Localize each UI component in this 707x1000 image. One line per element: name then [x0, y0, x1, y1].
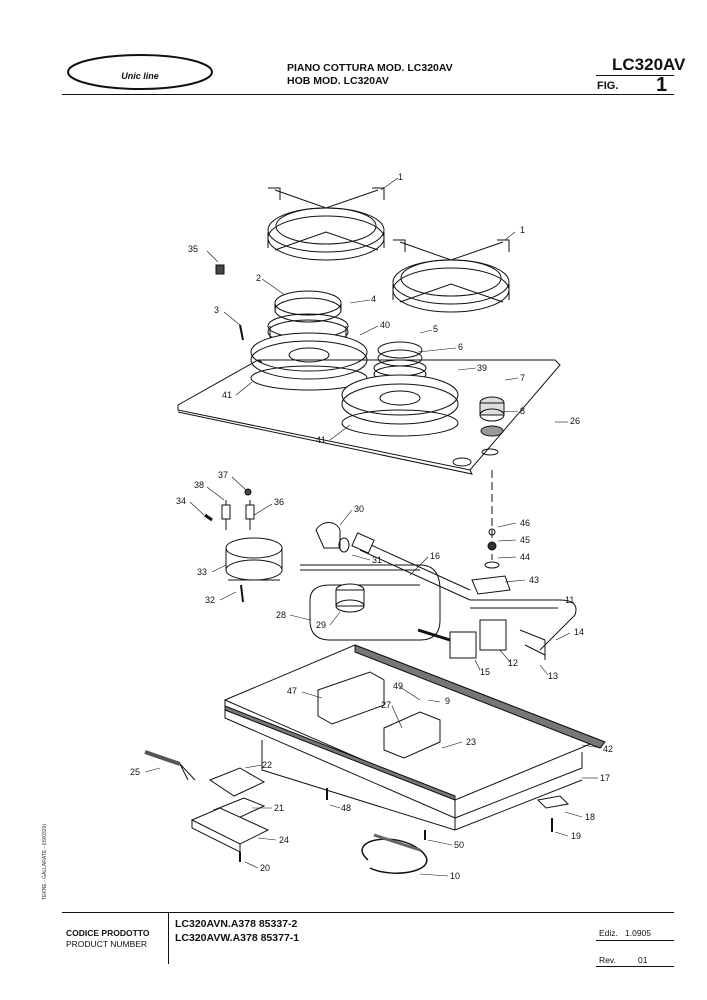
screw-3: [239, 324, 244, 341]
callout-21: 21: [274, 803, 284, 813]
pan-support-left: [267, 187, 385, 261]
pan-support-right: [392, 239, 510, 313]
callout-43: 43: [529, 575, 539, 585]
bracket-47: [317, 671, 385, 725]
control-knob: [479, 396, 505, 437]
callout-44: 44: [520, 552, 530, 562]
callout-34: 34: [176, 496, 186, 506]
product-code-2: LC320AVW.A378 85377-1: [175, 932, 300, 944]
hose-10: [361, 838, 428, 874]
callout-22: 22: [262, 760, 272, 770]
callout-33: 33: [197, 567, 207, 577]
callout-24: 24: [279, 835, 289, 845]
elbow-30: [315, 522, 341, 549]
callout-7: 7: [520, 373, 525, 383]
brand-text: Unic line: [121, 71, 159, 81]
rev-value: 01: [638, 955, 648, 965]
rev-underline: [596, 966, 674, 967]
callout-47: 47: [287, 686, 297, 696]
brand-logo: Unic line: [66, 52, 214, 92]
callout-38: 38: [194, 480, 204, 490]
callout-35: 35: [188, 244, 198, 254]
callout-1a: 1: [398, 172, 403, 182]
product-code-1: LC320AVN.A378 85337-2: [175, 918, 298, 930]
callout-31: 31: [372, 555, 382, 565]
callout-25: 25: [130, 767, 140, 777]
part-35: [215, 264, 225, 275]
burner-base-left: [250, 332, 368, 391]
callout-1b: 1: [520, 225, 525, 235]
callout-18: 18: [585, 812, 595, 822]
valve-15: [449, 631, 477, 659]
callout-5: 5: [433, 324, 438, 334]
ediz-label: Ediz.: [599, 928, 618, 938]
valve-12: [479, 619, 507, 651]
header-rule: [62, 94, 674, 95]
callout-42: 42: [603, 744, 613, 754]
fig-label: FIG.: [597, 80, 619, 92]
burner-base-right: [341, 374, 459, 437]
model-underline: [596, 75, 674, 76]
callout-49: 49: [393, 681, 403, 691]
callout-46: 46: [520, 518, 530, 528]
callout-8: 8: [520, 406, 525, 416]
burner-cap-small: [373, 341, 427, 383]
callout-4: 4: [371, 294, 376, 304]
callout-40: 40: [380, 320, 390, 330]
callout-37: 37: [218, 470, 228, 480]
callout-26: 26: [570, 416, 580, 426]
callout-41b: 41: [316, 435, 326, 445]
callout-20: 20: [260, 863, 270, 873]
callout-29: 29: [316, 620, 326, 630]
ediz-value: 1.0905: [625, 928, 651, 938]
callout-19: 19: [571, 831, 581, 841]
callout-48: 48: [341, 803, 351, 813]
callout-41a: 41: [222, 390, 232, 400]
ignition-unit-left: [225, 537, 283, 581]
fig-number: 1: [656, 74, 668, 96]
bracket-43: [471, 575, 511, 595]
callout-27: 27: [381, 700, 391, 710]
callout-labels: 1 1 35 2 4 3 40 5 6 39 41 7 8 26 41 37 3…: [130, 172, 613, 881]
side-note: TEKNE - GALLARATE - (09/0320): [42, 823, 48, 900]
callout-9: 9: [445, 696, 450, 706]
exploded-diagram: 1 1 35 2 4 3 40 5 6 39 41 7 8 26 41 37 3…: [130, 172, 613, 881]
pipe-loop-28: [300, 564, 441, 641]
callout-10: 10: [450, 871, 460, 881]
callout-16: 16: [430, 551, 440, 561]
callout-23: 23: [466, 737, 476, 747]
callout-36: 36: [274, 497, 284, 507]
product-code-label-en: PRODUCT NUMBER: [66, 939, 148, 949]
ediz-underline: [596, 940, 674, 941]
callout-17: 17: [600, 773, 610, 783]
callout-13: 13: [548, 671, 558, 681]
box-27: [383, 711, 441, 759]
callout-6: 6: [458, 342, 463, 352]
callout-30: 30: [354, 504, 364, 514]
callout-3: 3: [214, 305, 219, 315]
callout-12: 12: [508, 658, 518, 668]
callout-32: 32: [205, 595, 215, 605]
callout-39: 39: [477, 363, 487, 373]
rev-label: Rev.: [599, 955, 616, 965]
callout-50: 50: [454, 840, 464, 850]
callout-2: 2: [256, 273, 261, 283]
burner-cap-large: [274, 290, 342, 323]
callout-45: 45: [520, 535, 530, 545]
title-en: HOB MOD. LC320AV: [287, 75, 389, 87]
model-number: LC320AV: [612, 55, 686, 74]
callout-14: 14: [574, 627, 584, 637]
part-24: [190, 807, 270, 845]
part-22: [208, 767, 266, 797]
callout-28: 28: [276, 610, 286, 620]
cable-25: [144, 750, 181, 766]
product-code-label-it: CODICE PRODOTTO: [66, 928, 150, 938]
footer-rule: [62, 912, 674, 913]
footer-divider: [168, 912, 169, 964]
callout-11: 11: [565, 595, 574, 605]
valve-29: [335, 583, 365, 613]
callout-15: 15: [480, 667, 490, 677]
title-it: PIANO COTTURA MOD. LC320AV: [287, 62, 453, 74]
